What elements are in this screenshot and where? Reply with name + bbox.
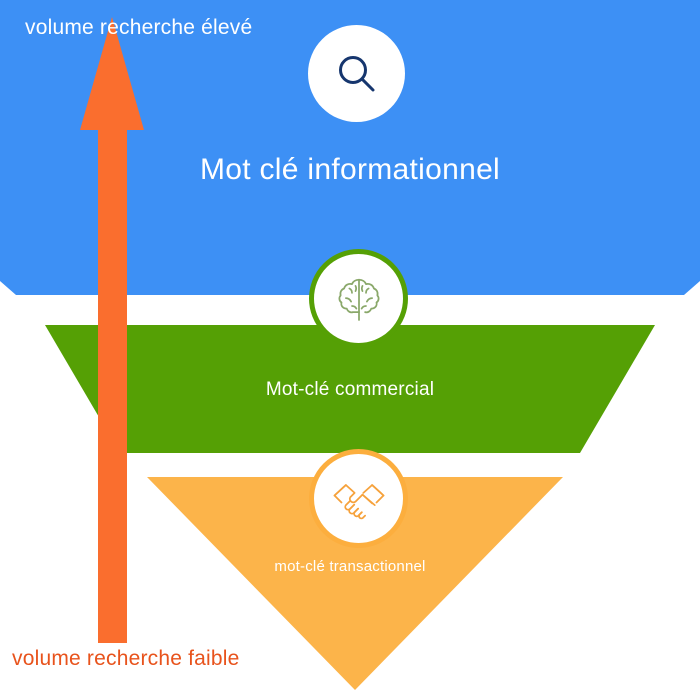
stage-label-informational: Mot clé informationnel	[199, 153, 501, 186]
stage-badge-commercial	[309, 249, 408, 348]
brain-icon	[331, 271, 387, 327]
stage-badge-transactional	[309, 449, 408, 548]
volume-high-label: volume recherche élevé	[25, 16, 253, 39]
funnel-stage-transactional	[147, 477, 563, 690]
volume-low-label: volume recherche faible	[12, 647, 240, 670]
stage-badge-informational	[308, 25, 405, 122]
handshake-icon	[331, 471, 387, 527]
volume-arrow-icon	[80, 17, 144, 643]
funnel-stage-informational	[0, 0, 700, 295]
stage-label-transactional: mot-clé transactionnel	[274, 558, 426, 575]
stage-label-commercial: Mot-clé commercial	[265, 379, 435, 400]
search-icon	[334, 51, 380, 97]
funnel-stage-commercial	[45, 325, 655, 453]
